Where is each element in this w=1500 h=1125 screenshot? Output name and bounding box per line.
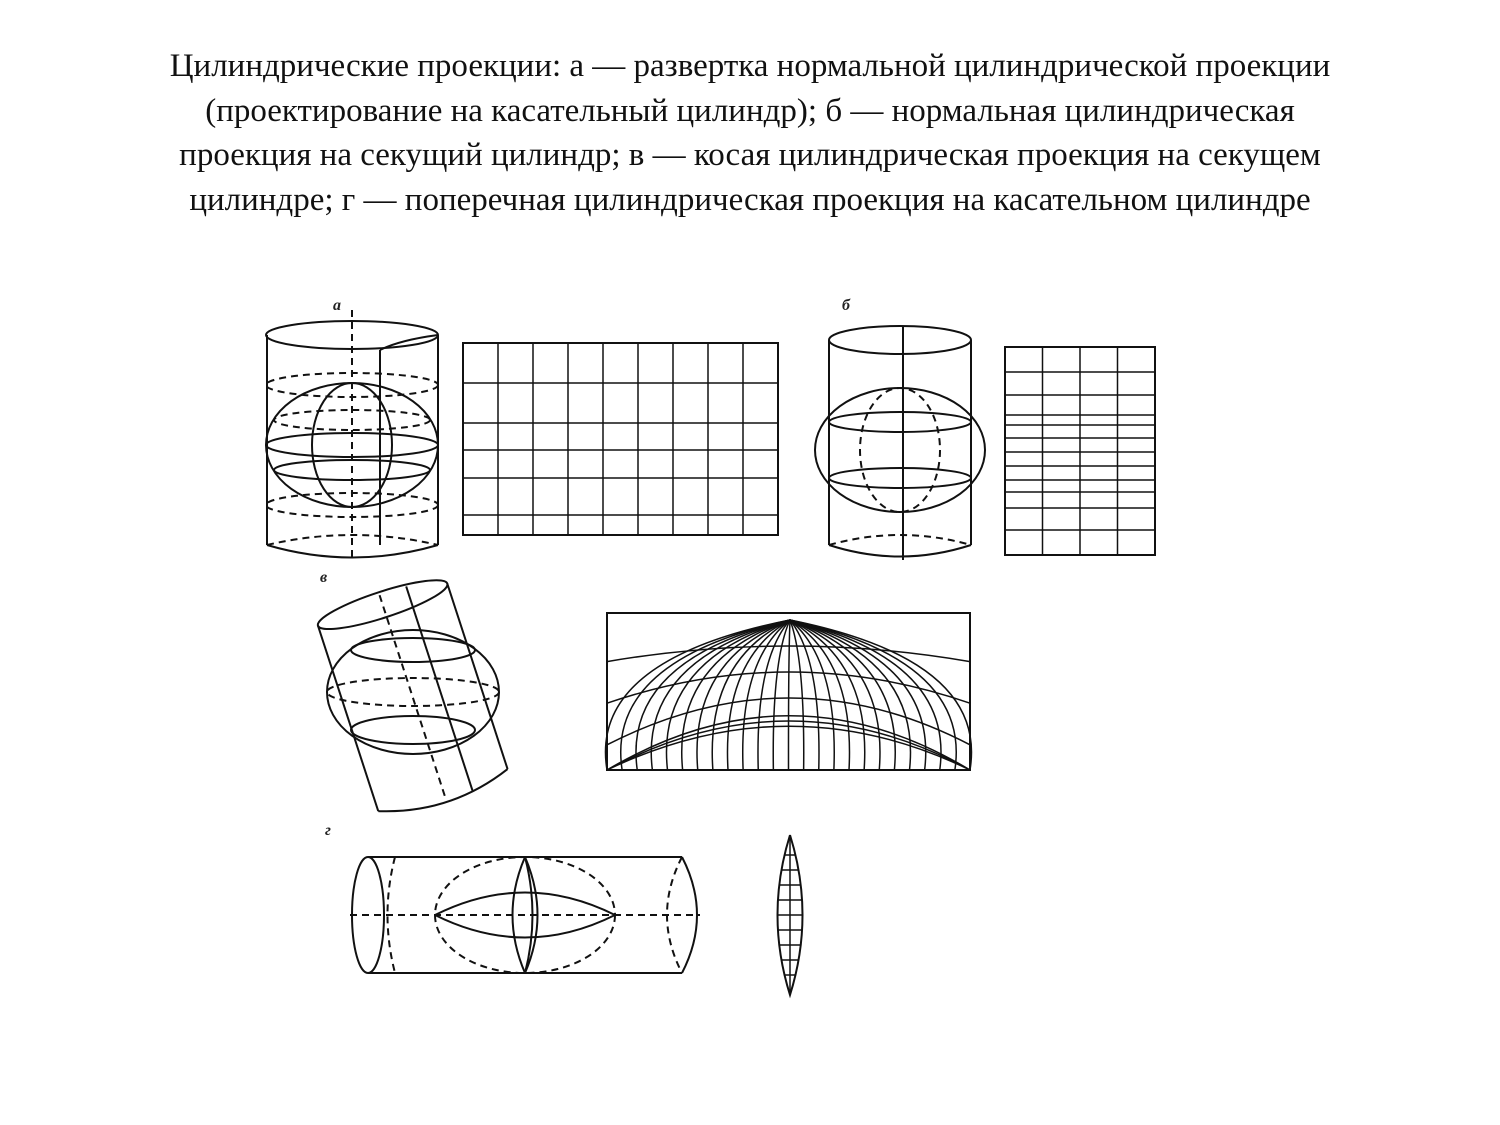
grid-line [606, 645, 971, 663]
grid-line [789, 619, 973, 771]
panel-a-developed-grid [462, 342, 779, 536]
label-v: в [320, 569, 327, 586]
grid-line [789, 619, 942, 771]
grid-line [681, 619, 791, 771]
grid-line [604, 619, 791, 771]
title-line-1: Цилиндрические проекции: а — развертка н… [169, 48, 1331, 84]
panel-g-transverse-cylinder: г [325, 822, 700, 974]
grid-line [606, 697, 971, 746]
panel-b-developed-grid [1004, 346, 1156, 556]
grid-line [789, 619, 927, 771]
grid-line [650, 619, 791, 771]
title-line-4: цилиндре; г — поперечная цилиндрическая … [189, 181, 1311, 218]
grid-line [787, 619, 791, 771]
grid-line [789, 619, 957, 771]
label-a: а [333, 297, 341, 314]
title-line-2: (проектирование на касательный цилиндр);… [205, 92, 1295, 129]
grid-line [789, 619, 866, 771]
panel-g-transverse-strip [776, 834, 804, 999]
grid-line [606, 671, 971, 704]
grid-line [789, 619, 835, 771]
grid-line [726, 619, 791, 771]
grid-line [606, 715, 971, 771]
grid-line [789, 619, 820, 771]
grid-line [772, 619, 791, 771]
panel-a-tangent-cylinder: а [265, 297, 439, 560]
panel-v-oblique-cylinder: в [316, 569, 509, 813]
grid-line [789, 619, 851, 771]
grid-line [606, 720, 971, 771]
panel-v-oblique-grid [604, 612, 973, 771]
grid-line [789, 619, 896, 771]
label-b: б [842, 297, 851, 314]
grid-line [635, 619, 791, 771]
grid-line [462, 342, 779, 536]
grid-line [757, 619, 791, 771]
panel-b-secant-cylinder: б [814, 297, 986, 560]
slide-title: Цилиндрические проекции: а — развертка н… [60, 44, 1440, 222]
grid-line [789, 619, 805, 771]
grid-line [620, 619, 791, 771]
title-line-3: проекция на секущий цилиндр; в — косая ц… [179, 137, 1321, 173]
label-g: г [325, 822, 331, 839]
grid-line [606, 725, 971, 771]
grid-line [711, 619, 791, 771]
grid-line [741, 619, 791, 771]
